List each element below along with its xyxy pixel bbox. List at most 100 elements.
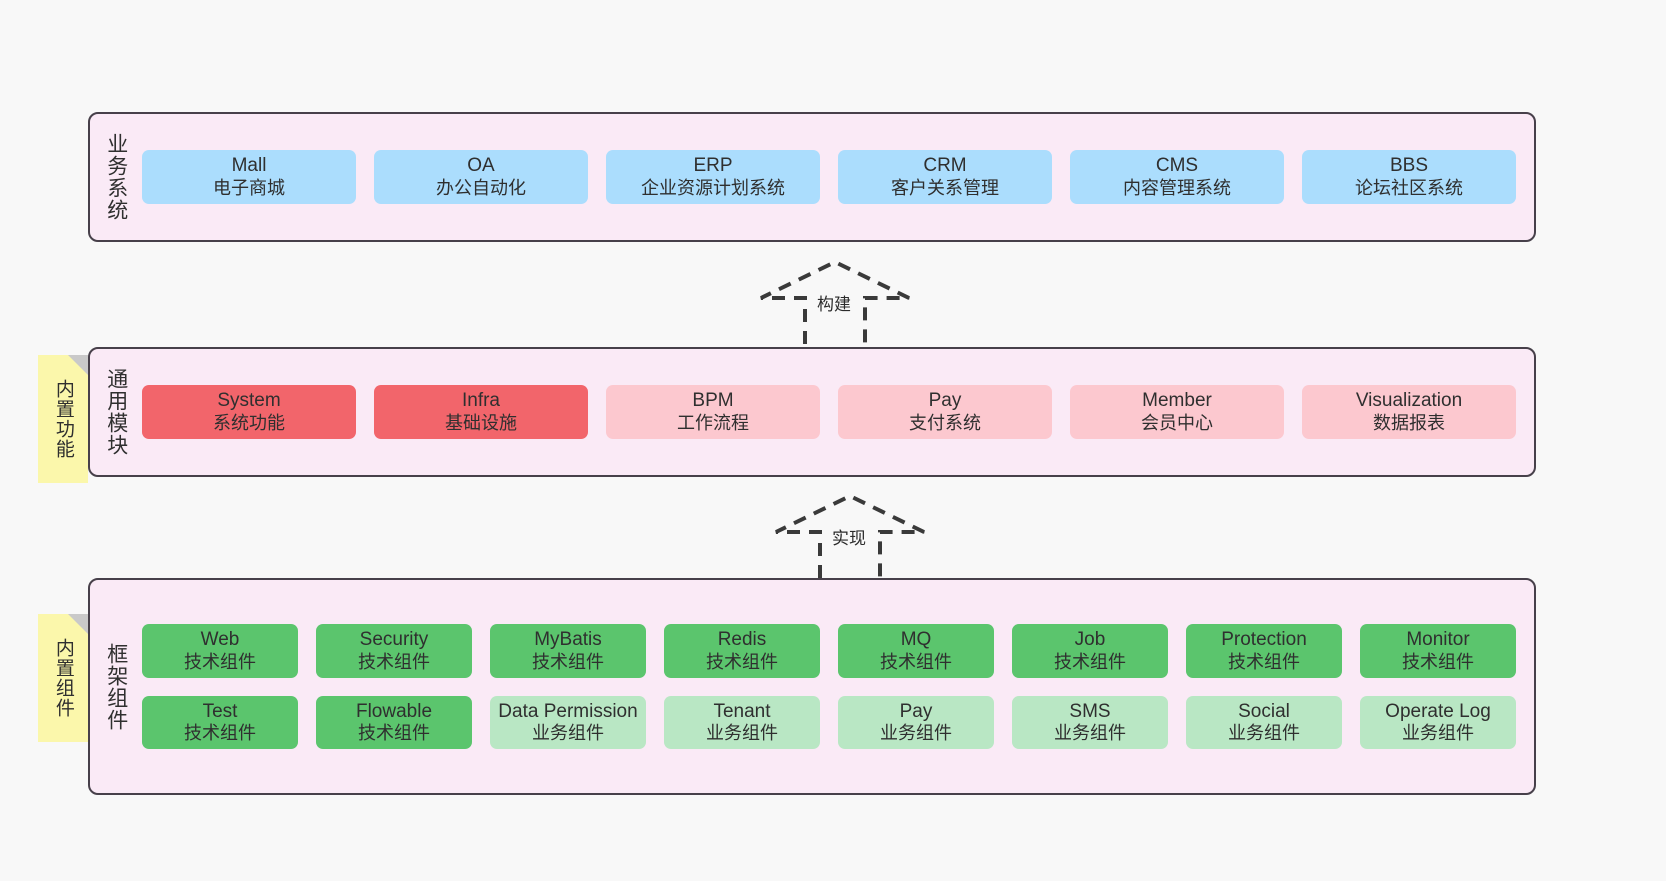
card-row: System 系统功能 Infra 基础设施 BPM 工作流程 Pay 支付系统…: [142, 385, 1516, 439]
card-subtitle: 技术组件: [184, 722, 256, 743]
note-builtin-components: 内置组件: [38, 614, 88, 742]
card-tenant[interactable]: Tenant 业务组件: [664, 695, 820, 749]
card-title: Web: [200, 629, 240, 651]
card-subtitle: 会员中心: [1141, 412, 1213, 433]
card-erp[interactable]: ERP 企业资源计划系统: [606, 150, 820, 204]
card-subtitle: 技术组件: [532, 651, 604, 672]
card-row: Mall 电子商城 OA 办公自动化 ERP 企业资源计划系统 CRM 客户关系…: [142, 150, 1516, 204]
card-subtitle: 办公自动化: [436, 177, 526, 198]
card-title: Security: [359, 629, 429, 651]
card-title: Social: [1238, 700, 1290, 722]
card-member[interactable]: Member 会员中心: [1070, 385, 1284, 439]
note-label: 内置功能: [52, 379, 74, 459]
card-title: Mall: [231, 155, 267, 177]
card-title: Monitor: [1406, 629, 1470, 651]
card-subtitle: 技术组件: [1402, 651, 1474, 672]
card-flowable[interactable]: Flowable 技术组件: [316, 695, 472, 749]
card-subtitle: 业务组件: [1402, 722, 1474, 743]
card-title: Data Permission: [498, 700, 638, 722]
card-row-business: Test 技术组件 Flowable 技术组件 Data Permission …: [142, 695, 1516, 749]
card-subtitle: 技术组件: [358, 651, 430, 672]
card-subtitle: 技术组件: [184, 651, 256, 672]
card-title: Pay: [928, 390, 962, 412]
card-subtitle: 业务组件: [880, 722, 952, 743]
card-subtitle: 电子商城: [213, 177, 285, 198]
card-pay-business[interactable]: Pay 业务组件: [838, 695, 994, 749]
card-mall[interactable]: Mall 电子商城: [142, 150, 356, 204]
card-title: Operate Log: [1385, 700, 1491, 722]
card-oa[interactable]: OA 办公自动化: [374, 150, 588, 204]
card-title: Tenant: [713, 700, 771, 722]
card-subtitle: 系统功能: [213, 412, 285, 433]
connector-implement-arrow: 实现: [770, 492, 930, 582]
card-subtitle: 支付系统: [909, 412, 981, 433]
card-bpm[interactable]: BPM 工作流程: [606, 385, 820, 439]
layer-title-common-modules: 通用模块: [104, 368, 128, 456]
note-builtin-features: 内置功能: [38, 355, 88, 483]
card-job[interactable]: Job 技术组件: [1012, 624, 1168, 678]
card-title: SMS: [1069, 700, 1111, 722]
card-subtitle: 业务组件: [532, 722, 604, 743]
card-title: MyBatis: [534, 629, 602, 651]
connector-implement-label: 实现: [832, 529, 866, 548]
card-title: CMS: [1155, 155, 1199, 177]
card-system[interactable]: System 系统功能: [142, 385, 356, 439]
card-sms[interactable]: SMS 业务组件: [1012, 695, 1168, 749]
layer-business-systems: 业务系统 Mall 电子商城 OA 办公自动化 ERP 企业资源计划系统 CRM…: [88, 112, 1536, 242]
card-social[interactable]: Social 业务组件: [1186, 695, 1342, 749]
card-bbs[interactable]: BBS 论坛社区系统: [1302, 150, 1516, 204]
card-redis[interactable]: Redis 技术组件: [664, 624, 820, 678]
card-title: Test: [202, 700, 238, 722]
card-title: Protection: [1221, 629, 1307, 651]
fold-corner-icon: [68, 614, 88, 634]
card-title: BBS: [1389, 155, 1429, 177]
card-subtitle: 业务组件: [1054, 722, 1126, 743]
card-mybatis[interactable]: MyBatis 技术组件: [490, 624, 646, 678]
card-title: Visualization: [1355, 390, 1463, 412]
layer-body-common-modules: System 系统功能 Infra 基础设施 BPM 工作流程 Pay 支付系统…: [136, 349, 1534, 475]
layer-title-framework-components: 框架组件: [104, 642, 128, 731]
card-subtitle: 业务组件: [706, 722, 778, 743]
card-title: Member: [1142, 390, 1212, 412]
card-subtitle: 基础设施: [445, 412, 517, 433]
card-title: Redis: [717, 629, 767, 651]
card-title: System: [217, 390, 281, 412]
card-web[interactable]: Web 技术组件: [142, 624, 298, 678]
card-monitor[interactable]: Monitor 技术组件: [1360, 624, 1516, 678]
layer-title-business-systems: 业务系统: [104, 133, 128, 221]
card-title: BPM: [692, 390, 734, 412]
card-title: Pay: [899, 700, 933, 722]
card-infra[interactable]: Infra 基础设施: [374, 385, 588, 439]
card-subtitle: 技术组件: [880, 651, 952, 672]
connector-build-arrow: 构建: [755, 258, 915, 348]
layer-framework-components: 框架组件 Web 技术组件 Security 技术组件 MyBatis 技术组件…: [88, 578, 1536, 795]
card-subtitle: 技术组件: [1228, 651, 1300, 672]
layer-body-framework-components: Web 技术组件 Security 技术组件 MyBatis 技术组件 Redi…: [136, 580, 1534, 793]
card-crm[interactable]: CRM 客户关系管理: [838, 150, 1052, 204]
card-visualization[interactable]: Visualization 数据报表: [1302, 385, 1516, 439]
card-subtitle: 企业资源计划系统: [641, 177, 785, 198]
card-subtitle: 工作流程: [677, 412, 749, 433]
card-security[interactable]: Security 技术组件: [316, 624, 472, 678]
card-row-technical: Web 技术组件 Security 技术组件 MyBatis 技术组件 Redi…: [142, 624, 1516, 678]
layer-common-modules: 通用模块 System 系统功能 Infra 基础设施 BPM 工作流程 Pay…: [88, 347, 1536, 477]
card-subtitle: 内容管理系统: [1123, 177, 1231, 198]
card-mq[interactable]: MQ 技术组件: [838, 624, 994, 678]
card-cms[interactable]: CMS 内容管理系统: [1070, 150, 1284, 204]
card-pay[interactable]: Pay 支付系统: [838, 385, 1052, 439]
card-title: Flowable: [355, 700, 433, 722]
fold-corner-icon: [68, 355, 88, 375]
layer-body-business-systems: Mall 电子商城 OA 办公自动化 ERP 企业资源计划系统 CRM 客户关系…: [136, 114, 1534, 240]
card-protection[interactable]: Protection 技术组件: [1186, 624, 1342, 678]
card-title: Infra: [461, 390, 501, 412]
card-subtitle: 业务组件: [1228, 722, 1300, 743]
card-title: ERP: [693, 155, 733, 177]
card-title: MQ: [900, 629, 932, 651]
card-data-permission[interactable]: Data Permission 业务组件: [490, 695, 646, 749]
connector-build-label: 构建: [817, 295, 851, 314]
card-title: Job: [1074, 629, 1106, 651]
note-label: 内置组件: [52, 638, 74, 718]
card-test[interactable]: Test 技术组件: [142, 695, 298, 749]
card-operate-log[interactable]: Operate Log 业务组件: [1360, 695, 1516, 749]
